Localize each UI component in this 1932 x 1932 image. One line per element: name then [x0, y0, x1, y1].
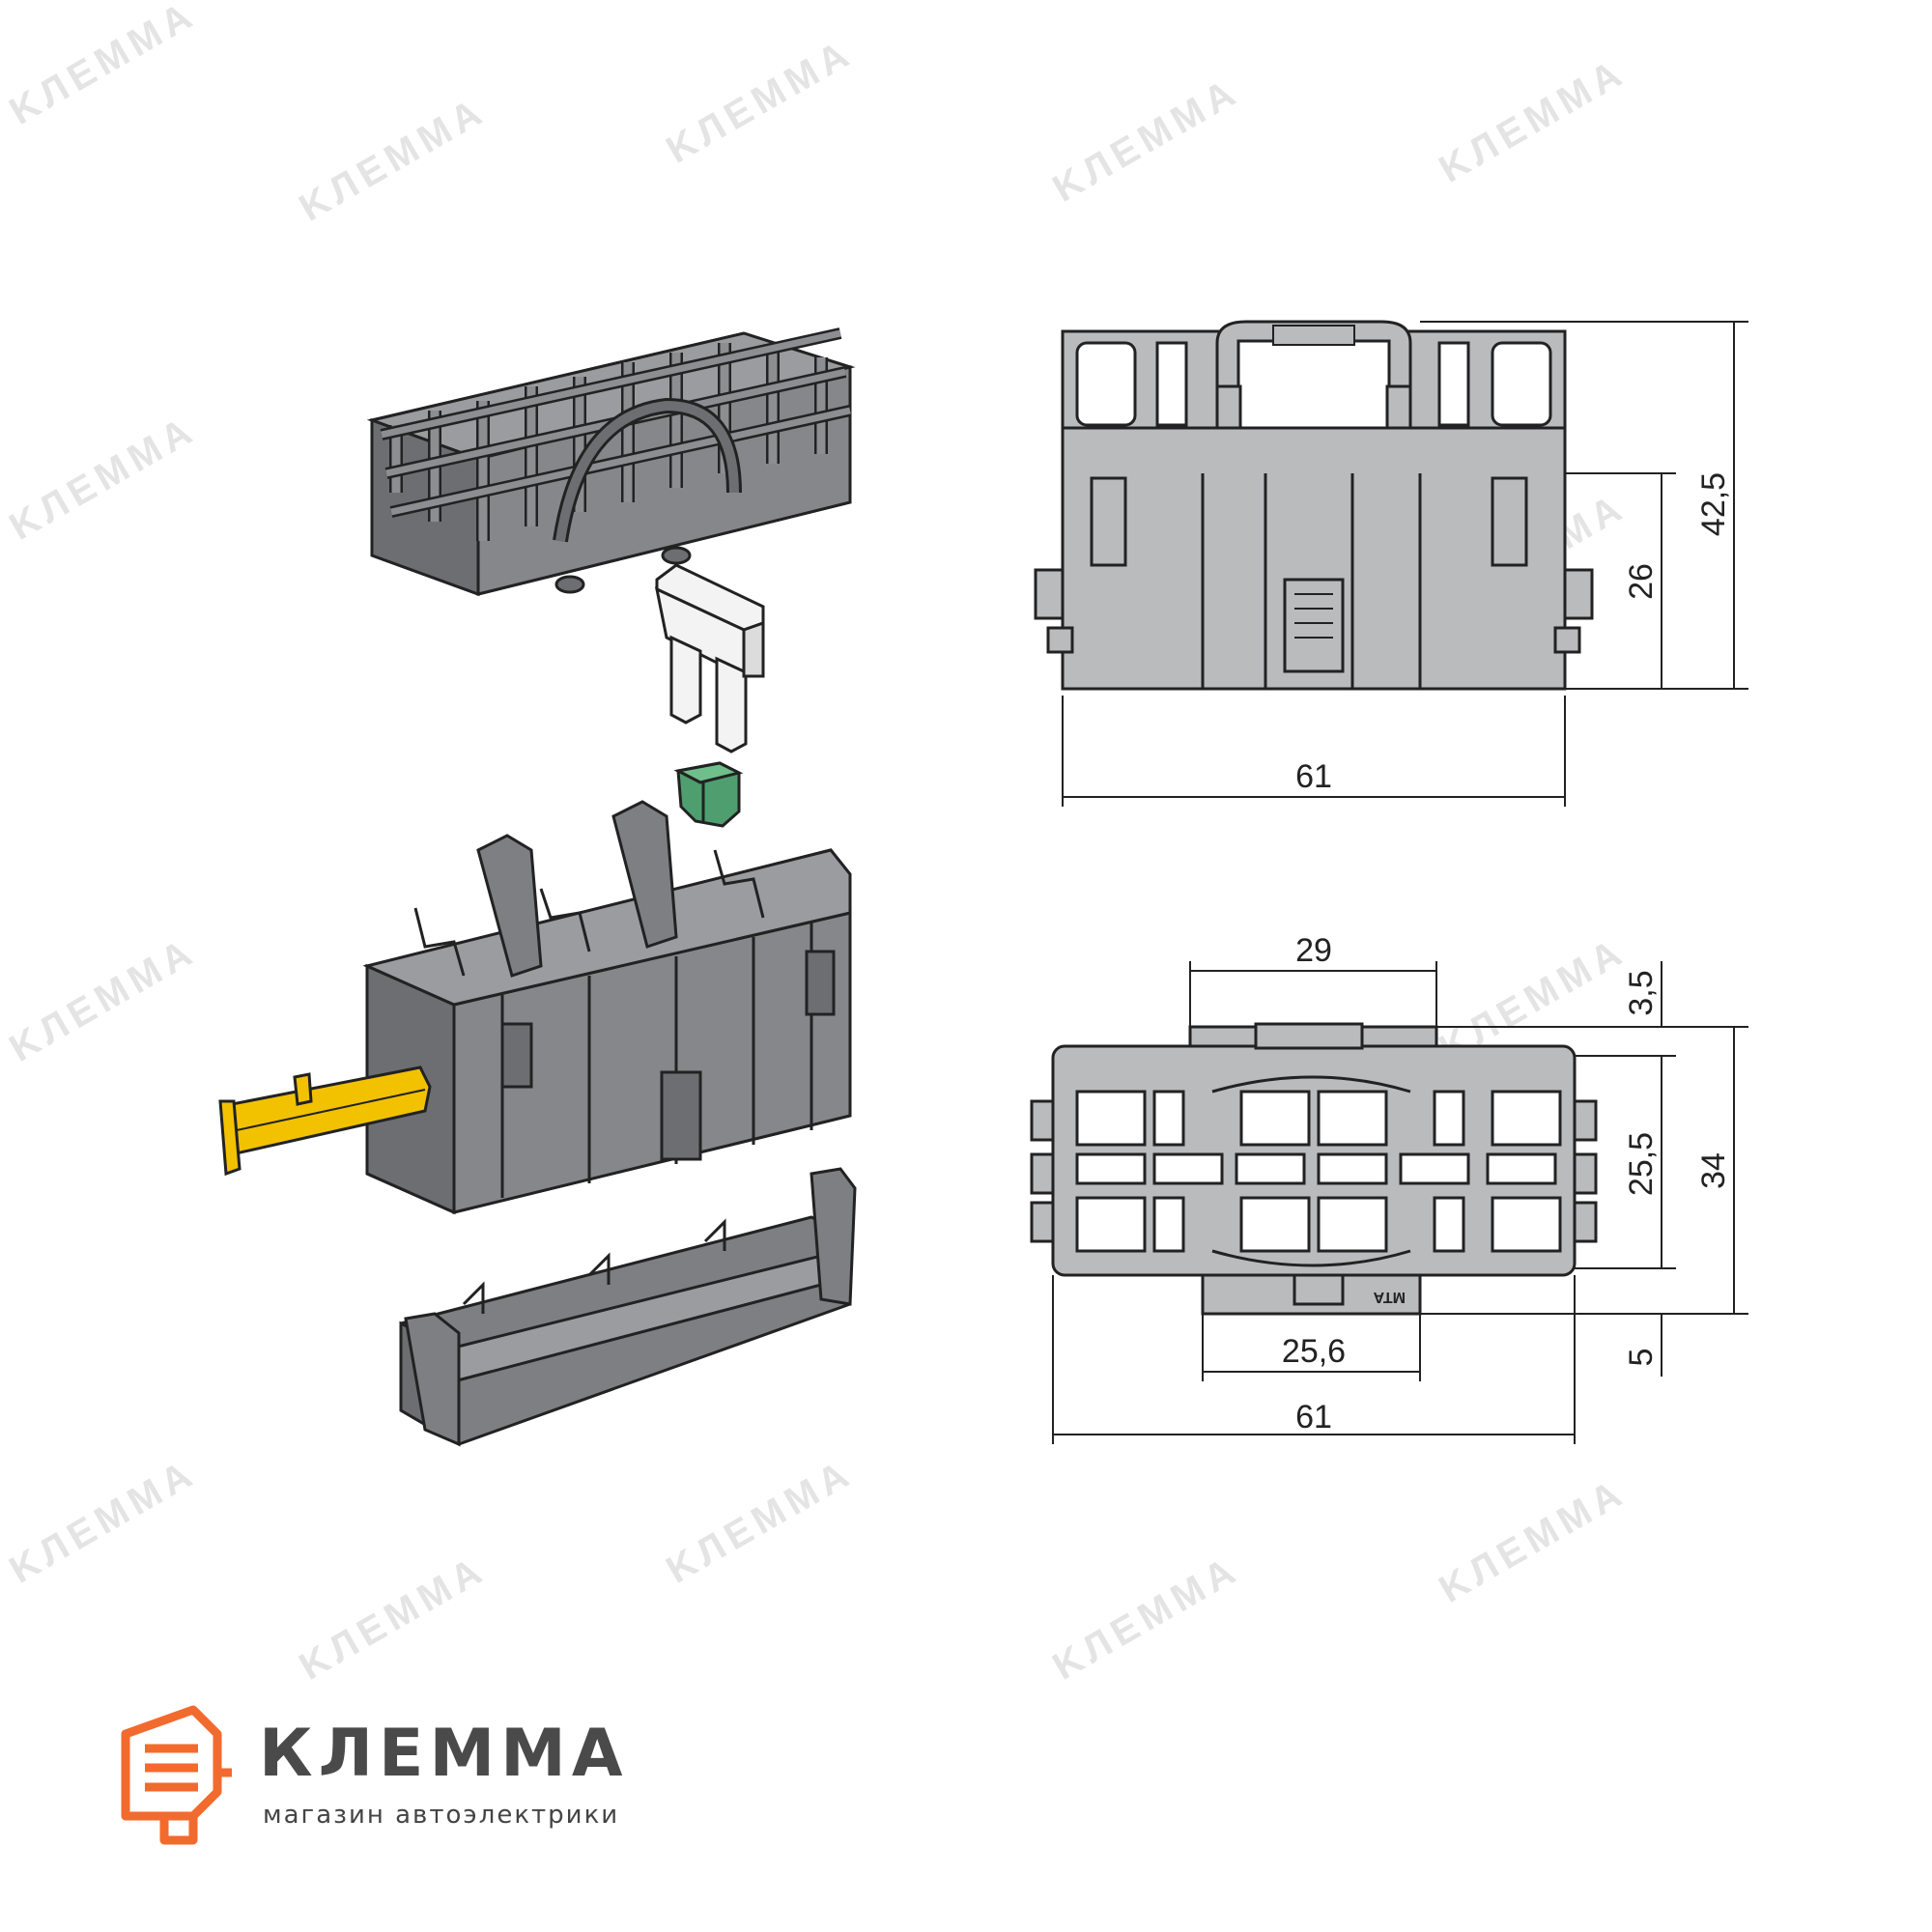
bottom-top-offset-label: 3,5	[1623, 970, 1660, 1015]
yellow-lever	[218, 1065, 432, 1177]
front-width-label: 61	[1295, 758, 1332, 795]
watermark-text: KЛEMMA	[1433, 1470, 1634, 1611]
blade-fuse	[654, 563, 765, 753]
front-total-height-label: 42,5	[1695, 472, 1732, 536]
bottom-tab-width-label: 25,6	[1282, 1333, 1346, 1370]
watermark-text: KЛEMMA	[1433, 50, 1634, 191]
brand-tagline: магазин автоэлектрики	[263, 1801, 619, 1830]
watermark-text: KЛEMMA	[660, 1451, 861, 1592]
watermark-text: KЛEMMA	[3, 408, 204, 549]
bottom-tray	[399, 1167, 857, 1447]
watermark-text: KЛEMMA	[3, 0, 204, 133]
watermark-text: KЛEMMA	[660, 31, 861, 172]
bottom-inner-height-label: 25,5	[1623, 1132, 1660, 1196]
exploded-assembly	[218, 327, 857, 1447]
bottom-total-height-label: 34	[1695, 1152, 1732, 1189]
terminal-logo-icon	[121, 1705, 232, 1845]
brand-name: КЛЕММА	[259, 1716, 628, 1792]
watermark-text: KЛEMMA	[3, 1451, 204, 1592]
watermark-text: KЛEMMA	[293, 1548, 494, 1689]
brand-block: КЛЕММА магазин автоэлектрики	[121, 1705, 628, 1845]
bottom-width-label: 61	[1295, 1399, 1332, 1435]
watermark-text: KЛEMMA	[1046, 70, 1247, 211]
cavity-grid	[1075, 1090, 1562, 1253]
watermark-text: KЛEMMA	[1046, 1548, 1247, 1689]
green-latch	[673, 761, 744, 828]
mta-marking: MTA	[1373, 1289, 1406, 1305]
bottom-offset-label: 5	[1623, 1349, 1660, 1367]
watermark-text: KЛEMMA	[293, 89, 494, 230]
front-body-height-label: 26	[1623, 563, 1660, 600]
bottom-dimensions	[1052, 961, 1748, 1444]
front-view-drawing: 61 26 42,5	[1034, 320, 1748, 807]
bottom-top-width-label: 29	[1295, 932, 1332, 969]
bottom-view-drawing: MTA	[1030, 932, 1748, 1444]
front-dimensions	[1062, 321, 1748, 807]
watermark-text: KЛEMMA	[3, 929, 204, 1070]
top-cover	[366, 327, 856, 597]
main-housing	[362, 800, 852, 1215]
